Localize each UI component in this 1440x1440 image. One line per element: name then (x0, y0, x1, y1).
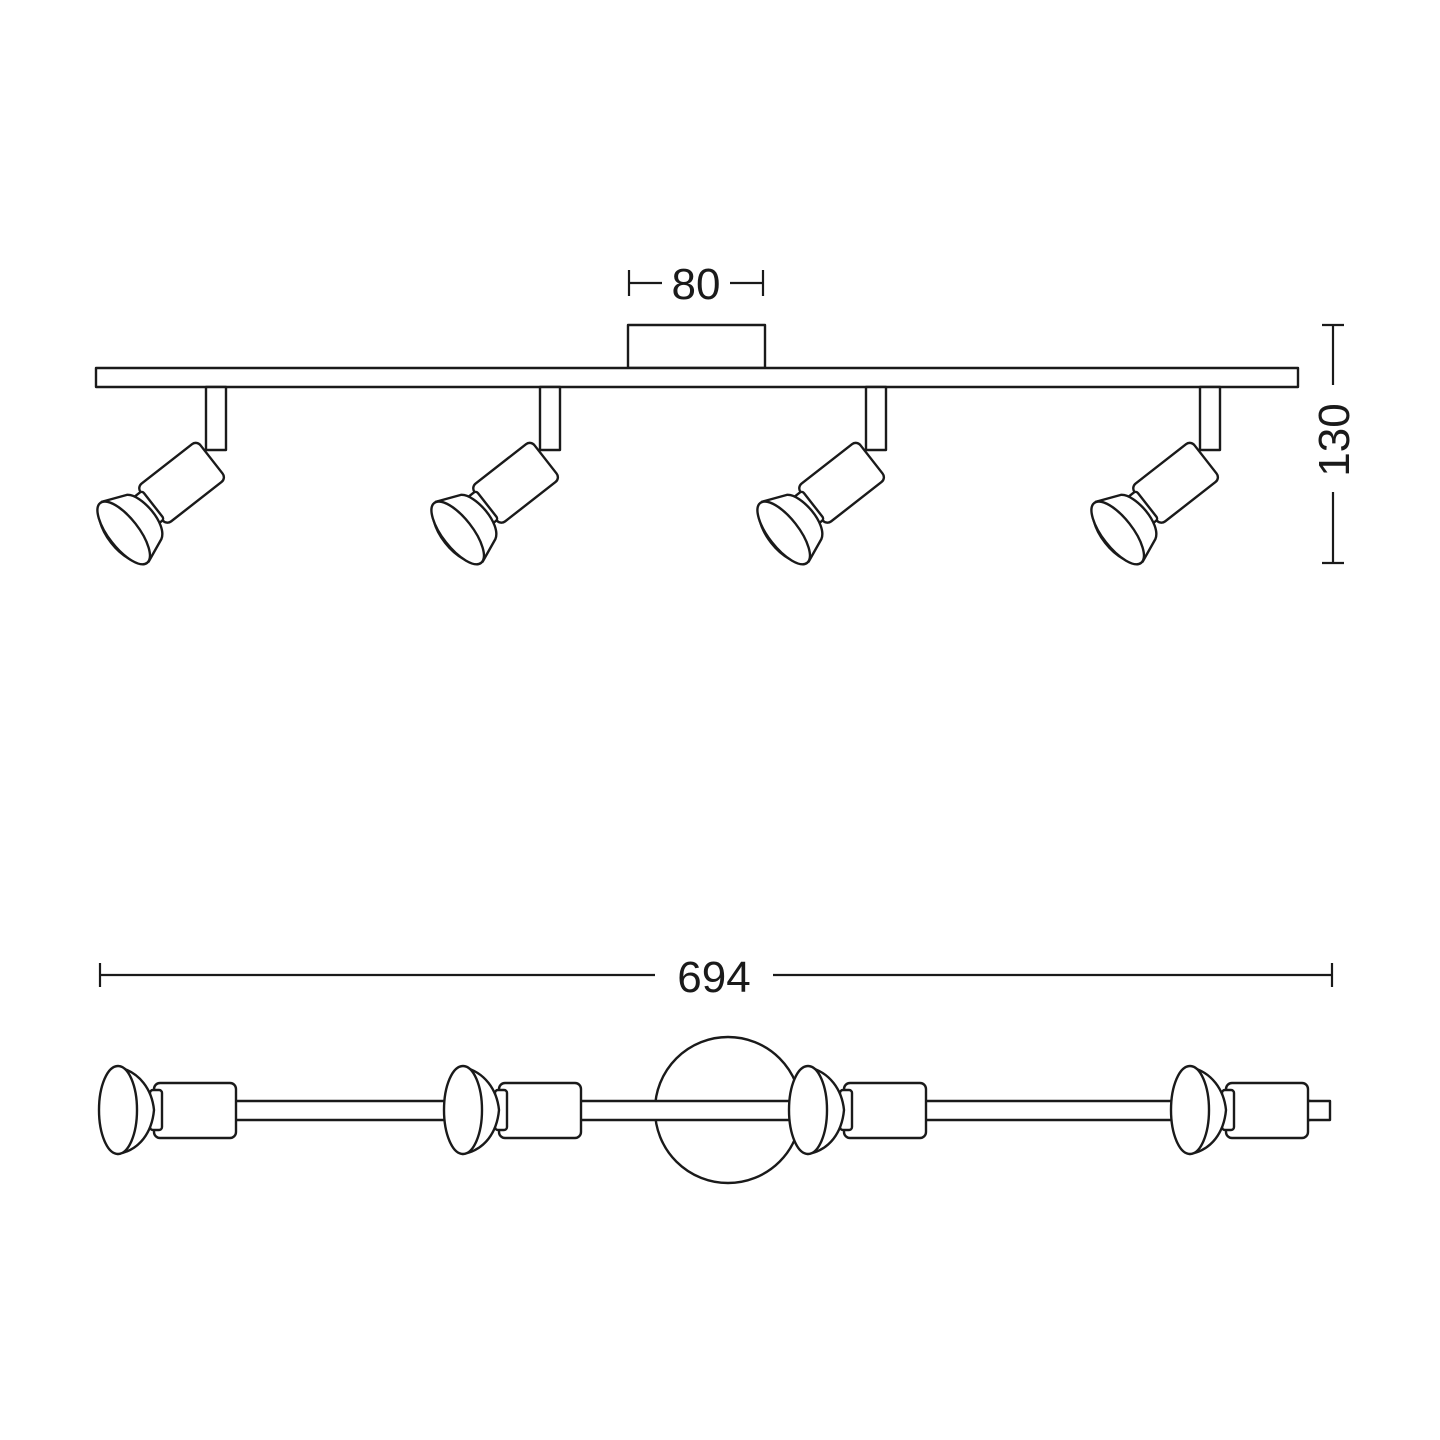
spotlight-side-2 (430, 385, 562, 566)
ceiling-canopy (626, 323, 767, 370)
spotlight-side-3 (756, 385, 888, 566)
spotlight-top-2 (442, 1064, 583, 1156)
total-length-label: 694 (677, 953, 750, 1002)
top-view: 694 (97, 953, 1334, 1185)
mounting-bar (94, 366, 1300, 389)
total-length-dimension: 694 (98, 953, 1334, 1002)
spotlight-side-1 (96, 385, 228, 566)
rod-end-cap (1304, 1099, 1332, 1122)
spotlight-side-4 (1090, 385, 1222, 566)
height-label: 130 (1310, 403, 1359, 476)
spotlight-top-4 (1169, 1064, 1310, 1156)
spotlight-top-1 (97, 1064, 238, 1156)
mounting-rod (228, 1099, 1312, 1122)
canopy-width-dimension: 80 (627, 260, 765, 309)
spotlight-top-3 (787, 1064, 928, 1156)
height-dimension: 130 (1310, 323, 1359, 565)
canopy-width-label: 80 (672, 260, 721, 309)
side-view: 80 (94, 260, 1359, 566)
